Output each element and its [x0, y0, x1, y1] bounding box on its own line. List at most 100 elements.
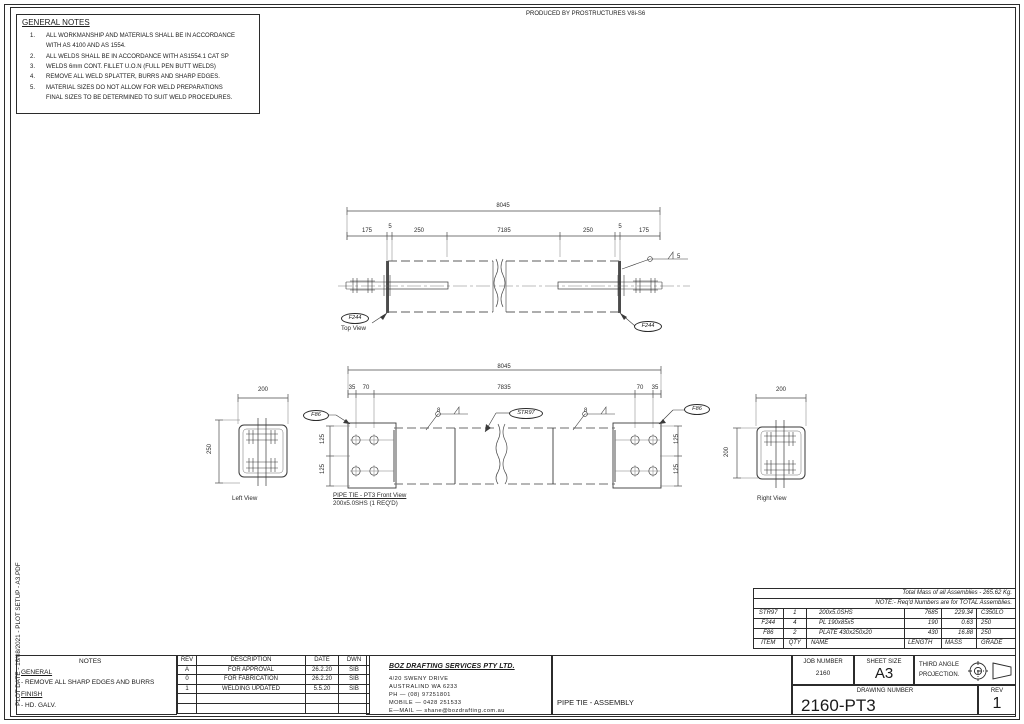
right-view-width-dim: 200: [775, 387, 787, 393]
bom-name: 200x5.0SHS: [805, 608, 905, 619]
rev-value: A: [177, 664, 197, 676]
table-row: [177, 693, 370, 704]
job-number-value: 2160: [815, 670, 831, 677]
general-note-text: WELDS 6mm CONT. FILLET U.O.N (FULL PEN B…: [46, 64, 216, 70]
general-note-text: MATERIAL SIZES DO NOT ALLOW FOR WELD PRE…: [46, 85, 223, 91]
rev-cell: REV 1: [978, 685, 1016, 715]
top-view-dim: 175: [361, 228, 373, 234]
projection-cell: THIRD ANGLE PROJECTION.: [914, 655, 1016, 685]
company-phone: PH — (08) 97251801: [389, 692, 451, 698]
top-view-dim: 175: [638, 228, 650, 234]
front-view-overall-dim: 8045: [497, 364, 511, 370]
general-note-text: ALL WORKMANSHIP AND MATERIALS SHALL BE I…: [46, 33, 236, 39]
front-view-weld-size-right: 8: [584, 408, 588, 414]
left-view-label: Left View: [232, 495, 258, 502]
rev-description: [196, 702, 306, 714]
sheet-size-cell: SHEET SIZE A3: [854, 655, 914, 685]
rev-dwn: [338, 702, 370, 714]
notes-general-heading: GENERAL: [21, 669, 53, 676]
company-name: BOZ DRAFTING SERVICES PTY LTD.: [389, 663, 515, 670]
bom-total-mass-note: Total Mass of all Assemblies - 265.62 Kg…: [753, 588, 1016, 599]
company-email: E—MAIL — shane@bozdrafting.com.au: [389, 708, 505, 714]
general-note-text: REMOVE ALL WELD SPLATTER, BURRS AND SHAR…: [46, 74, 220, 80]
left-view-drawing: [215, 394, 289, 486]
table-row: STR97 1 200x5.0SHS 7685 229.34 C350LO: [753, 608, 1016, 619]
bom-qty: 4: [782, 618, 807, 629]
bom-name: PL 190x85x5: [805, 618, 905, 629]
bom-item: F244: [753, 618, 784, 629]
general-note-number: 5.: [30, 85, 36, 91]
notes-finish-item: - HD. GALV.: [21, 702, 57, 709]
bom-grade: C350LO: [976, 608, 1016, 619]
balloon-f244-left[interactable]: F244: [341, 313, 369, 324]
rev-dwn: [338, 693, 370, 704]
rev-header-dwn: DWN: [338, 655, 370, 666]
company-address-1: 4/20 SWENY DRIVE: [389, 676, 449, 682]
general-note-text: ALL WELDS SHALL BE IN ACCORDANCE WITH AS…: [46, 54, 229, 60]
rev-value: 0: [177, 674, 197, 685]
bom-length: 430: [903, 628, 942, 639]
top-view-overall-dim: 8045: [496, 203, 510, 209]
table-row: 0 FOR FABRICATION 26.2.20 SIB: [177, 674, 370, 685]
balloon-f86-right[interactable]: F86: [684, 404, 710, 415]
notes-block: [16, 655, 177, 715]
rev-value: [177, 702, 197, 714]
notes-finish-heading: FINISH: [21, 691, 43, 698]
produced-by-label: PRODUCED BY PROSTRUCTURES V8i-S6: [526, 11, 646, 17]
bom-header-length: LENGTH: [903, 638, 942, 649]
drawing-number-label: DRAWING NUMBER: [856, 688, 914, 694]
third-angle-projection-icon: [968, 661, 1012, 681]
bom-grade: 250: [976, 628, 1016, 639]
general-note-number: 2.: [30, 54, 36, 60]
projection-label-2: PROJECTION.: [919, 672, 960, 678]
assembly-title-block: [552, 655, 792, 715]
title-block: JOB NUMBER 2160 SHEET SIZE A3 THIRD ANGL…: [792, 655, 1016, 715]
rev-date: 26.2.20: [305, 674, 339, 685]
drawing-number-cell: DRAWING NUMBER 2160-PT3: [792, 685, 978, 715]
right-view-label: Right View: [757, 495, 787, 502]
top-view-dim: 250: [413, 228, 425, 234]
general-note-number: 3.: [30, 64, 36, 70]
rev-dwn: SIB: [338, 664, 370, 676]
bom-item: F86: [753, 628, 784, 639]
bom-qty: 1: [782, 608, 807, 619]
bom-length: 190: [903, 618, 942, 629]
rev-dwn: SIB: [338, 674, 370, 685]
bom-mass: 16.88: [940, 628, 978, 639]
rev-value: [177, 693, 197, 704]
balloon-f244-right[interactable]: F244: [634, 321, 662, 332]
rev-header-rev: REV: [177, 655, 197, 666]
front-view-dim: 35: [348, 385, 356, 391]
bom-reqd-note: NOTE:- Req'd Numbers are for TOTAL Assem…: [753, 598, 1016, 609]
bom-qty: 2: [782, 628, 807, 639]
right-view-drawing: [733, 394, 807, 488]
front-view-dim: 7835: [497, 385, 511, 391]
company-block: [366, 655, 552, 715]
drawing-number-value: 2160-PT3: [801, 696, 876, 715]
bom-mass: 229.34: [940, 608, 978, 619]
left-view-height-dim: 250: [207, 443, 214, 455]
rev-date: 26.2.20: [305, 664, 339, 676]
rev-description: FOR FABRICATION: [196, 674, 306, 685]
front-view-vdim: 125: [674, 463, 681, 475]
top-view-dim: 250: [582, 228, 594, 234]
bom-name: PLATE 430x250x20: [805, 628, 905, 639]
rev-description: WELDING UPDATED: [196, 683, 306, 695]
bom-header-qty: QTY: [782, 638, 807, 649]
front-view-dim: 35: [651, 385, 659, 391]
bom-header-name: NAME: [805, 638, 905, 649]
sheet-inner-border: [10, 7, 1016, 717]
balloon-str97[interactable]: STR97: [509, 408, 543, 419]
front-view-dim: 70: [636, 385, 644, 391]
front-view-label-line2: 200x5.0SHS (1 REQ'D): [333, 500, 398, 507]
top-view-dim: 5: [618, 224, 622, 230]
bom-mass: 0.63: [940, 618, 978, 629]
general-note-number: 4.: [30, 74, 36, 80]
top-view-weld-size: 5: [677, 254, 681, 260]
bom-header-row: ITEM QTY NAME LENGTH MASS GRADE: [753, 638, 1016, 649]
balloon-f86-left[interactable]: F86: [303, 410, 329, 421]
bom-length: 7685: [903, 608, 942, 619]
company-mobile: MOBILE — 0428 251533: [389, 700, 462, 706]
front-view-drawing: [318, 366, 692, 489]
